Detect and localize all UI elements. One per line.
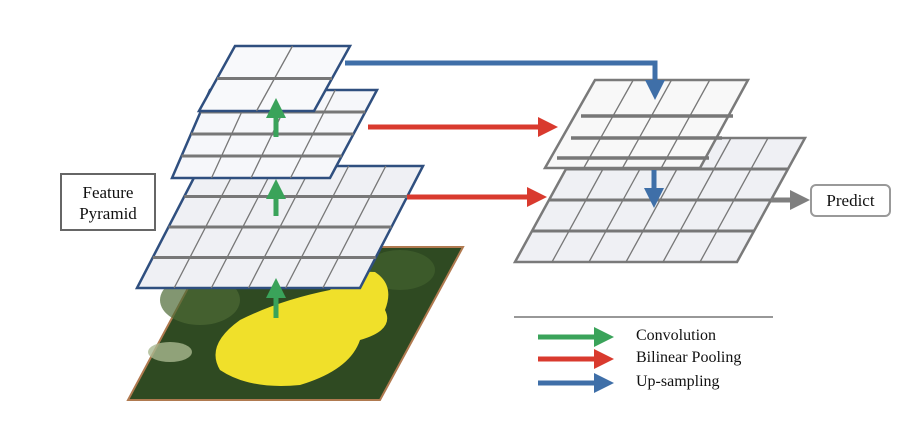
pyramid-level-3 xyxy=(134,164,426,290)
legend-label-bilinear-pooling: Bilinear Pooling xyxy=(636,349,742,366)
legend-label-up-sampling: Up-sampling xyxy=(636,373,720,390)
feature-pyramid-line1: Feature xyxy=(82,183,134,202)
grid-column-line xyxy=(660,79,711,169)
grid-column-line xyxy=(583,79,634,169)
pyramid-level-1 xyxy=(196,44,353,113)
feature-pyramid-label: Feature Pyramid xyxy=(60,173,156,231)
predict-box: Predict xyxy=(810,184,891,217)
legend-label-convolution: Convolution xyxy=(636,327,717,344)
feature-pyramid-line2: Pyramid xyxy=(79,204,137,223)
up-sampling-arrow xyxy=(345,60,665,100)
fused-level-top xyxy=(542,78,751,170)
